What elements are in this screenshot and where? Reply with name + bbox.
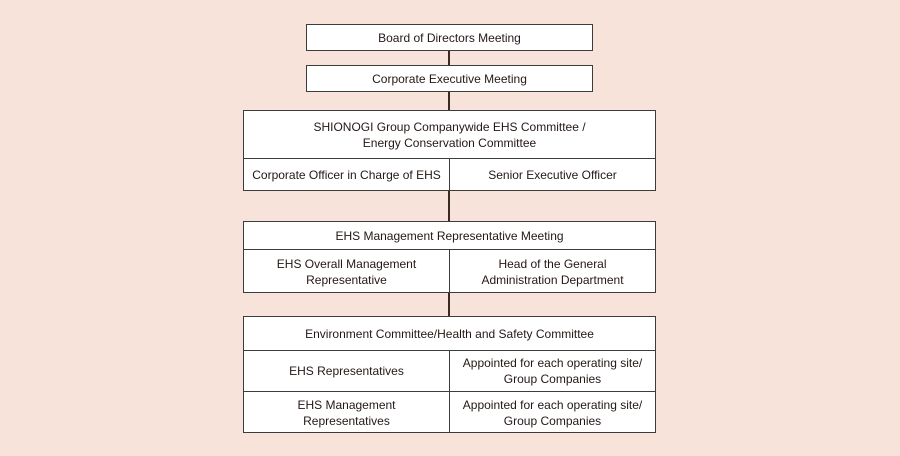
overall-management-cell: EHS Overall Management Representative: [276, 256, 417, 287]
corporate-executive-label: Corporate Executive Meeting: [372, 71, 527, 86]
divider: [244, 391, 655, 392]
board-of-directors-label: Board of Directors Meeting: [378, 30, 521, 45]
divider: [449, 249, 450, 293]
connector-line: [448, 190, 450, 222]
environment-committee-box: Environment Committee/Health and Safety …: [243, 316, 656, 433]
ehs-representatives-cell: EHS Representatives: [289, 364, 404, 378]
senior-executive-cell: Senior Executive Officer: [488, 168, 617, 182]
corporate-officer-cell: Corporate Officer in Charge of EHS: [252, 168, 441, 182]
representative-meeting-box: EHS Management Representative Meeting EH…: [243, 221, 656, 293]
connector-line: [448, 50, 450, 66]
ehs-committee-box: SHIONOGI Group Companywide EHS Committee…: [243, 110, 656, 191]
connector-line: [448, 292, 450, 317]
corporate-executive-box: Corporate Executive Meeting: [306, 65, 593, 92]
board-of-directors-box: Board of Directors Meeting: [306, 24, 593, 51]
general-administration-cell: Head of the General Administration Depar…: [481, 256, 624, 287]
appointed-site-cell: Appointed for each operating site/ Group…: [462, 397, 643, 428]
divider: [449, 158, 450, 191]
environment-committee-title: Environment Committee/Health and Safety …: [305, 326, 594, 341]
appointed-site-cell: Appointed for each operating site/ Group…: [462, 356, 643, 386]
ehs-management-representatives-cell: EHS Management Representatives: [297, 397, 396, 428]
connector-line: [448, 91, 450, 111]
ehs-committee-title: SHIONOGI Group Companywide EHS Committee…: [313, 119, 586, 150]
representative-meeting-title: EHS Management Representative Meeting: [335, 228, 564, 243]
